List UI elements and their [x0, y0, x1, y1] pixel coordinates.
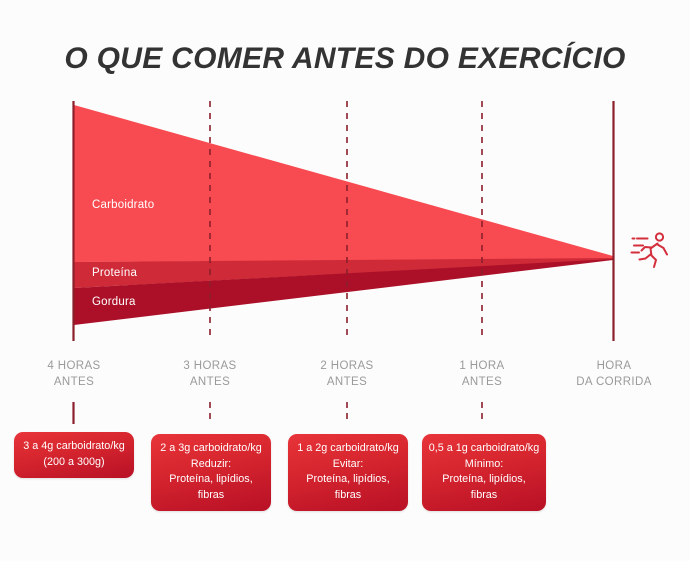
- time-label-line1: 3 HORAS: [183, 360, 237, 372]
- time-label-line1: 1 HORA: [459, 360, 505, 372]
- band-label-carboidrato: Carboidrato: [92, 199, 155, 211]
- info-box-line: 2 a 3g carboidrato/kg: [160, 442, 262, 454]
- time-label-race: HORA DA CORRIDA: [554, 358, 674, 390]
- time-label-line2: ANTES: [461, 376, 503, 388]
- info-box-1h[interactable]: 0,5 a 1g carboidrato/kg Mínimo: Proteína…: [422, 434, 546, 511]
- info-box-line: fibras: [470, 488, 498, 501]
- time-label-2h: 2 HORAS ANTES: [287, 358, 407, 390]
- time-label-line2: ANTES: [326, 376, 368, 388]
- time-label-line2: ANTES: [189, 376, 231, 388]
- info-box-3h[interactable]: 2 a 3g carboidrato/kg Reduzir: Proteína,…: [151, 434, 271, 511]
- running-person-icon: [627, 226, 675, 274]
- info-box-line: 1 a 2g carboidrato/kg: [297, 442, 399, 454]
- info-box-line: Proteína, lipídios,: [169, 473, 253, 485]
- time-label-line1: 4 HORAS: [47, 360, 101, 372]
- info-box-line: Evitar:: [332, 457, 364, 470]
- band-area-gordura: [74, 259, 613, 325]
- band-area-carboidrato: [74, 105, 613, 262]
- info-box-line: 0,5 a 1g carboidrato/kg: [428, 442, 540, 454]
- time-label-1h: 1 HORA ANTES: [422, 358, 542, 390]
- band-label-gordura: Gordura: [92, 296, 136, 308]
- info-box-line: fibras: [197, 488, 225, 501]
- time-label-line1: HORA: [596, 360, 632, 372]
- info-box-4h[interactable]: 3 a 4g carboidrato/kg (200 a 300g): [14, 432, 134, 478]
- info-box-line: fibras: [334, 488, 362, 501]
- info-box-line: Proteína, lipídios,: [442, 473, 526, 485]
- band-label-proteina: Proteína: [92, 267, 138, 279]
- time-label-line1: 2 HORAS: [320, 360, 374, 372]
- band-area-proteina: [74, 258, 613, 288]
- info-box-line: 3 a 4g carboidrato/kg: [23, 440, 125, 452]
- time-label-4h: 4 HORAS ANTES: [14, 358, 134, 390]
- time-label-line2: ANTES: [53, 376, 95, 388]
- info-box-line: (200 a 300g): [43, 455, 105, 468]
- time-label-3h: 3 HORAS ANTES: [150, 358, 270, 390]
- page-title: O QUE COMER ANTES DO EXERCÍCIO: [64, 42, 626, 75]
- time-label-line2: DA CORRIDA: [576, 376, 652, 388]
- info-box-2h[interactable]: 1 a 2g carboidrato/kg Evitar: Proteína, …: [288, 434, 408, 511]
- info-box-line: Reduzir:: [190, 457, 232, 470]
- info-box-line: Proteína, lipídios,: [306, 473, 390, 485]
- info-box-line: Mínimo:: [464, 457, 504, 470]
